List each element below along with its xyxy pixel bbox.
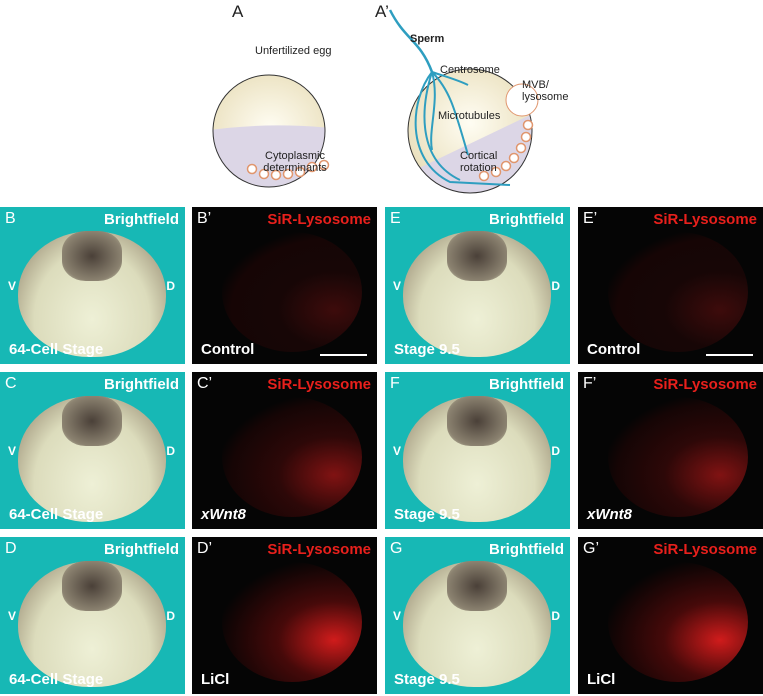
cortical-rotation-label: Cortical rotation <box>460 150 498 174</box>
fertilized-egg <box>408 69 532 193</box>
panel-letter: F’ <box>583 375 597 392</box>
lysosome-signal <box>608 397 748 517</box>
lysosome-signal <box>608 562 748 682</box>
panel-letter: D <box>5 540 17 557</box>
condition-label: Stage 9.5 <box>394 341 460 358</box>
embryo-image <box>18 396 166 522</box>
dorsal-label: D <box>551 279 560 293</box>
panel-title: SiR-Lysosome <box>267 541 371 558</box>
panel-title: Brightfield <box>104 541 179 558</box>
condition-label: 64-Cell Stage <box>9 506 104 523</box>
lysosome-signal <box>222 562 362 682</box>
embryo-image <box>403 396 551 522</box>
microtubules-label: Microtubules <box>438 110 501 122</box>
panel-letter: B’ <box>197 210 212 227</box>
panel-title: Brightfield <box>489 211 564 228</box>
mvb-lysosome-label: MVB/ lysosome <box>522 79 569 103</box>
condition-label: Control <box>587 341 641 358</box>
embryo-image <box>18 561 166 687</box>
panel-title: SiR-Lysosome <box>653 211 757 228</box>
fluorescence-panel-c-prime: C’ SiR-Lysosome xWnt8 <box>192 372 377 529</box>
ventral-label: V <box>393 279 402 293</box>
condition-label: 64-Cell Stage <box>9 671 104 688</box>
ventral-label: V <box>8 609 17 623</box>
panel-title: SiR-Lysosome <box>653 541 757 558</box>
determinants-label: Cytoplasmic determinants <box>263 150 327 174</box>
panel-letter: E’ <box>583 210 598 227</box>
panel-letter: B <box>5 210 16 227</box>
ventral-label: V <box>393 609 402 623</box>
lysosome-signal <box>608 232 748 352</box>
ventral-label: V <box>8 279 17 293</box>
panel-title: SiR-Lysosome <box>267 211 371 228</box>
dorsal-label: D <box>166 609 175 623</box>
panel-label-a: A <box>232 2 244 21</box>
dorsal-label: D <box>166 279 175 293</box>
brightfield-panel-d: V D D Brightfield 64-Cell Stage <box>0 537 185 694</box>
egg-diagrams <box>212 9 539 194</box>
panel-title: SiR-Lysosome <box>653 376 757 393</box>
panel-letter: D’ <box>197 540 213 557</box>
panel-letter: G’ <box>583 540 599 557</box>
panel-letter: C’ <box>197 375 213 392</box>
dorsal-label: D <box>551 609 560 623</box>
lysosome-signal <box>222 232 362 352</box>
panel-letter: E <box>390 210 401 227</box>
panel-title: SiR-Lysosome <box>267 376 371 393</box>
brightfield-panel-b: V D B Brightfield 64-Cell Stage <box>0 207 185 364</box>
dorsal-label: D <box>166 444 175 458</box>
panel-title: Brightfield <box>489 376 564 393</box>
embryo-image <box>403 561 551 687</box>
panel-letter: C <box>5 375 17 392</box>
panel-title: Brightfield <box>489 541 564 558</box>
unfertilized-egg <box>213 75 325 187</box>
panel-title: Brightfield <box>104 211 179 228</box>
condition-label: xWnt8 <box>201 506 246 523</box>
scale-bar <box>320 354 367 356</box>
panel-title: Brightfield <box>104 376 179 393</box>
condition-label: LiCl <box>201 671 230 688</box>
fluorescence-panel-f-prime: F’ SiR-Lysosome xWnt8 <box>578 372 763 529</box>
ventral-label: V <box>8 444 17 458</box>
scale-bar <box>706 354 753 356</box>
lysosome-signal <box>222 397 362 517</box>
condition-label: Stage 9.5 <box>394 506 460 523</box>
condition-label: Control <box>201 341 255 358</box>
unfertilized-egg-label: Unfertilized egg <box>255 45 332 57</box>
panel-letter: F <box>390 375 400 392</box>
centrosome-label: Centrosome <box>440 64 500 76</box>
condition-label: Stage 9.5 <box>394 671 460 688</box>
sperm-label: Sperm <box>410 33 445 45</box>
panel-label-a-prime: A’ <box>375 2 389 21</box>
embryo-image <box>18 231 166 357</box>
dorsal-label: D <box>551 444 560 458</box>
condition-label: xWnt8 <box>587 506 632 523</box>
condition-label: LiCl <box>587 671 616 688</box>
panel-letter: G <box>390 540 403 557</box>
ventral-label: V <box>393 444 402 458</box>
embryo-image <box>403 231 551 357</box>
brightfield-panel-c: V D C Brightfield 64-Cell Stage <box>0 372 185 529</box>
condition-label: 64-Cell Stage <box>9 341 104 358</box>
